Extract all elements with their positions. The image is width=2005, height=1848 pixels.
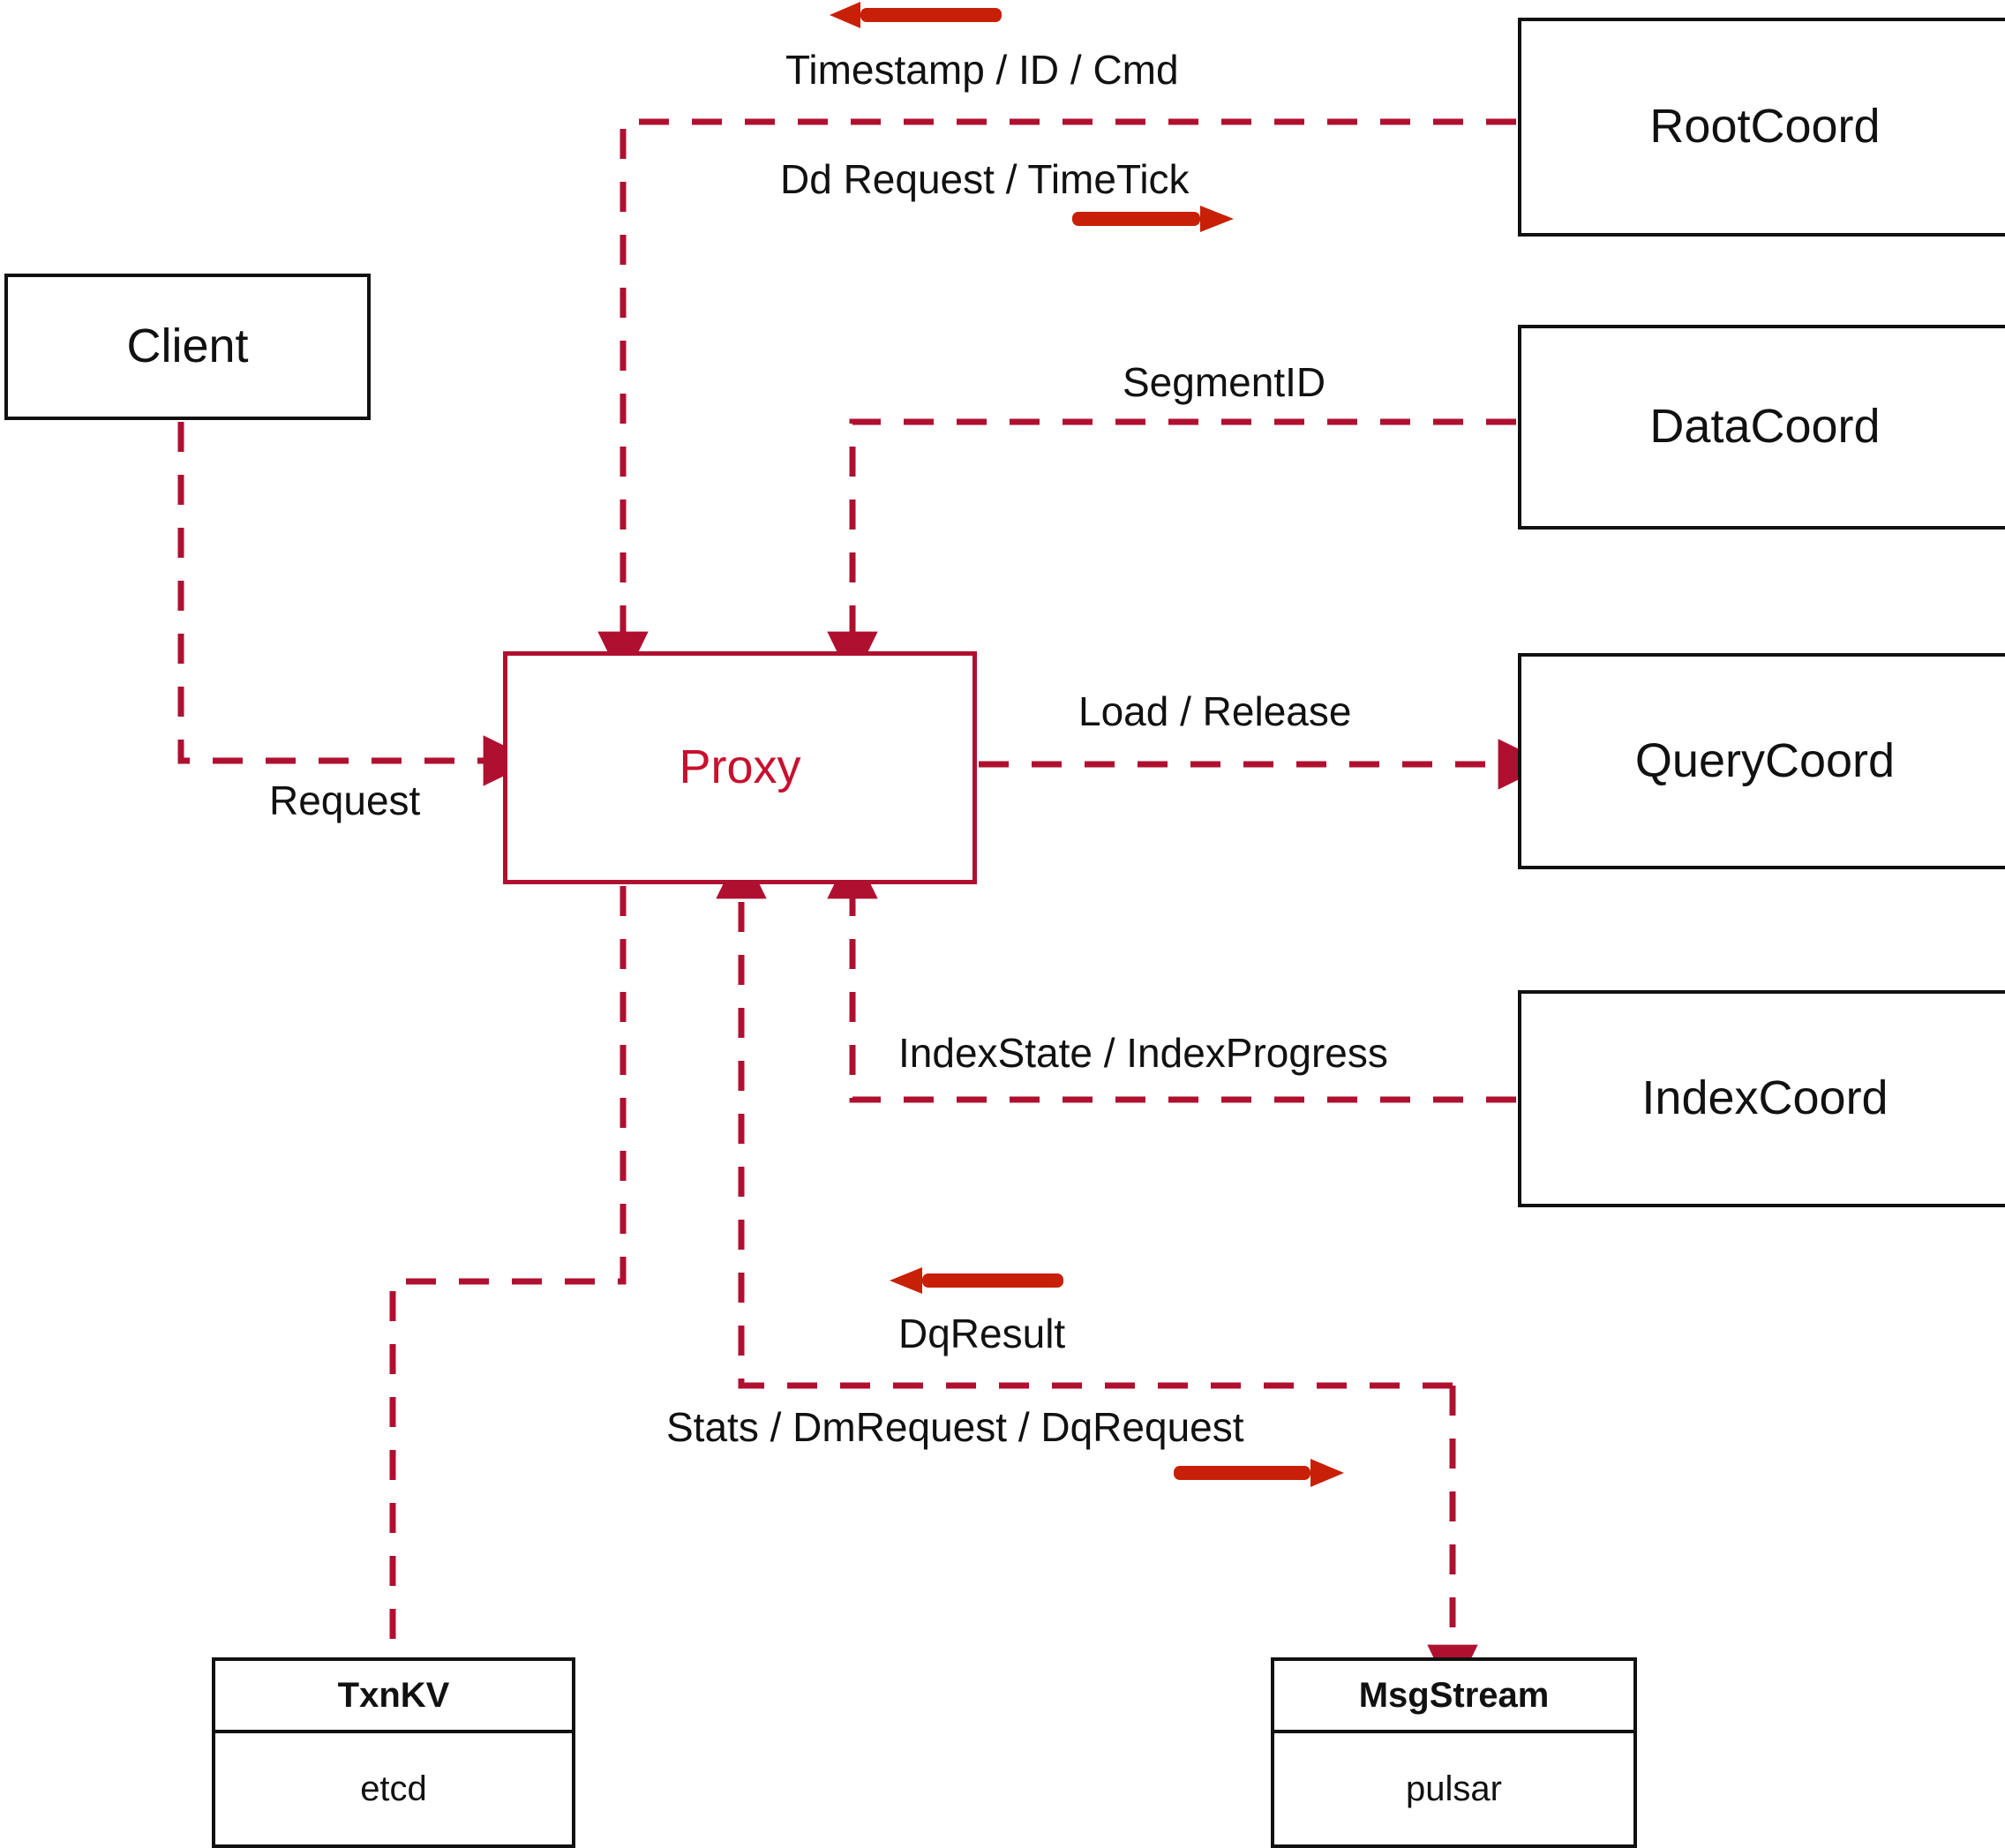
node-msg-stream-header: MsgStream — [1274, 1661, 1633, 1733]
node-data-coord-label: DataCoord — [1649, 400, 1881, 454]
edge-label-dd-request-timetick: Dd Request / TimeTick — [780, 156, 1190, 202]
edge-label-timestamp-id-cmd: Timestamp / ID / Cmd — [785, 47, 1179, 93]
timestamp-id-cmd-direction-arrow — [830, 2, 1002, 28]
node-client-label: Client — [126, 319, 249, 373]
node-proxy[interactable]: Proxy — [503, 651, 977, 884]
node-proxy-label: Proxy — [679, 740, 801, 794]
edge-label-segment-id: SegmentID — [1123, 359, 1326, 405]
edge-rootcoord-to-proxy — [597, 118, 1516, 684]
edge-datacoord-to-proxy — [827, 418, 1516, 684]
edge-indexcoord-to-proxy — [827, 846, 1516, 1103]
edge-label-stats-dm-dq-request: Stats / DmRequest / DqRequest — [666, 1404, 1244, 1450]
dd-request-timetick-direction-arrow — [1072, 206, 1234, 232]
node-root-coord-label: RootCoord — [1649, 100, 1881, 154]
node-query-coord-label: QueryCoord — [1634, 733, 1896, 787]
node-client[interactable]: Client — [4, 274, 371, 420]
node-txn-kv-body: etcd — [360, 1769, 427, 1808]
dq-result-direction-arrow — [890, 1267, 1063, 1294]
node-msg-stream[interactable]: MsgStream pulsar — [1271, 1657, 1637, 1848]
node-txn-kv[interactable]: TxnKV etcd — [212, 1657, 575, 1848]
edge-label-request: Request — [269, 778, 421, 823]
node-data-coord[interactable]: DataCoord — [1518, 325, 2005, 530]
node-query-coord[interactable]: QueryCoord — [1518, 653, 2005, 869]
node-index-coord[interactable]: IndexCoord — [1518, 990, 2005, 1207]
edge-label-dq-result: DqResult — [898, 1311, 1066, 1356]
node-root-coord[interactable]: RootCoord — [1518, 18, 2005, 237]
node-msg-stream-body: pulsar — [1406, 1769, 1502, 1808]
edge-proxy-to-txnkv — [389, 886, 627, 1656]
node-txn-kv-header: TxnKV — [215, 1661, 572, 1733]
stats-dm-dq-request-direction-arrow — [1174, 1459, 1344, 1487]
edge-msgstream-to-proxy — [716, 846, 1453, 1389]
edge-client-to-proxy — [177, 422, 536, 786]
edge-label-index-state-progress: IndexState / IndexProgress — [898, 1030, 1388, 1076]
edge-label-load-release: Load / Release — [1078, 688, 1352, 734]
node-index-coord-label: IndexCoord — [1641, 1071, 1889, 1125]
